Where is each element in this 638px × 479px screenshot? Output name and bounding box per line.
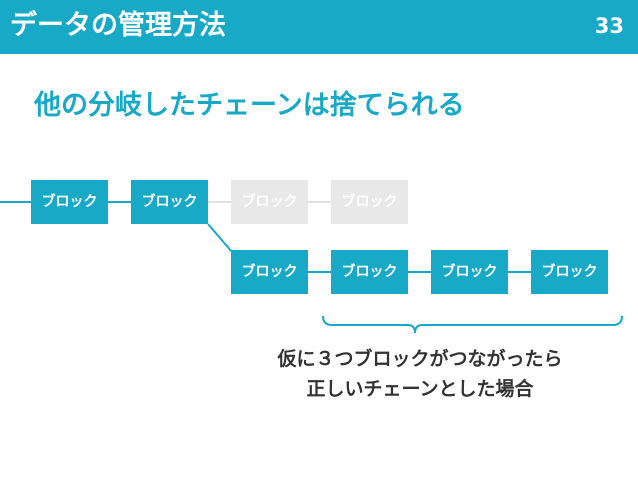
curly-brace: [322, 315, 623, 334]
bottom-block-3: ブロック: [431, 250, 508, 294]
bottom-block-2: ブロック: [331, 250, 408, 294]
fork-connector: [207, 223, 233, 253]
caption-line-2: 正しいチェーンとした場合: [306, 378, 534, 400]
caption-line-1: 仮に３つブロックがつながったら: [277, 348, 563, 370]
header-title: データの管理方法: [10, 10, 226, 41]
bottom-block-1: ブロック: [231, 250, 308, 294]
page-number: 33: [594, 14, 624, 38]
caption: 仮に３つブロックがつながったら 正しいチェーンとした場合: [220, 344, 620, 404]
top-block-2: ブロック: [131, 180, 208, 224]
header-bar: データの管理方法 33: [0, 0, 638, 54]
slide-title: 他の分岐したチェーンは捨てられる: [34, 90, 465, 121]
top-block-3-discarded: ブロック: [231, 180, 308, 224]
top-block-4-discarded: ブロック: [331, 180, 408, 224]
top-block-1: ブロック: [31, 180, 108, 224]
bottom-block-4: ブロック: [531, 250, 608, 294]
